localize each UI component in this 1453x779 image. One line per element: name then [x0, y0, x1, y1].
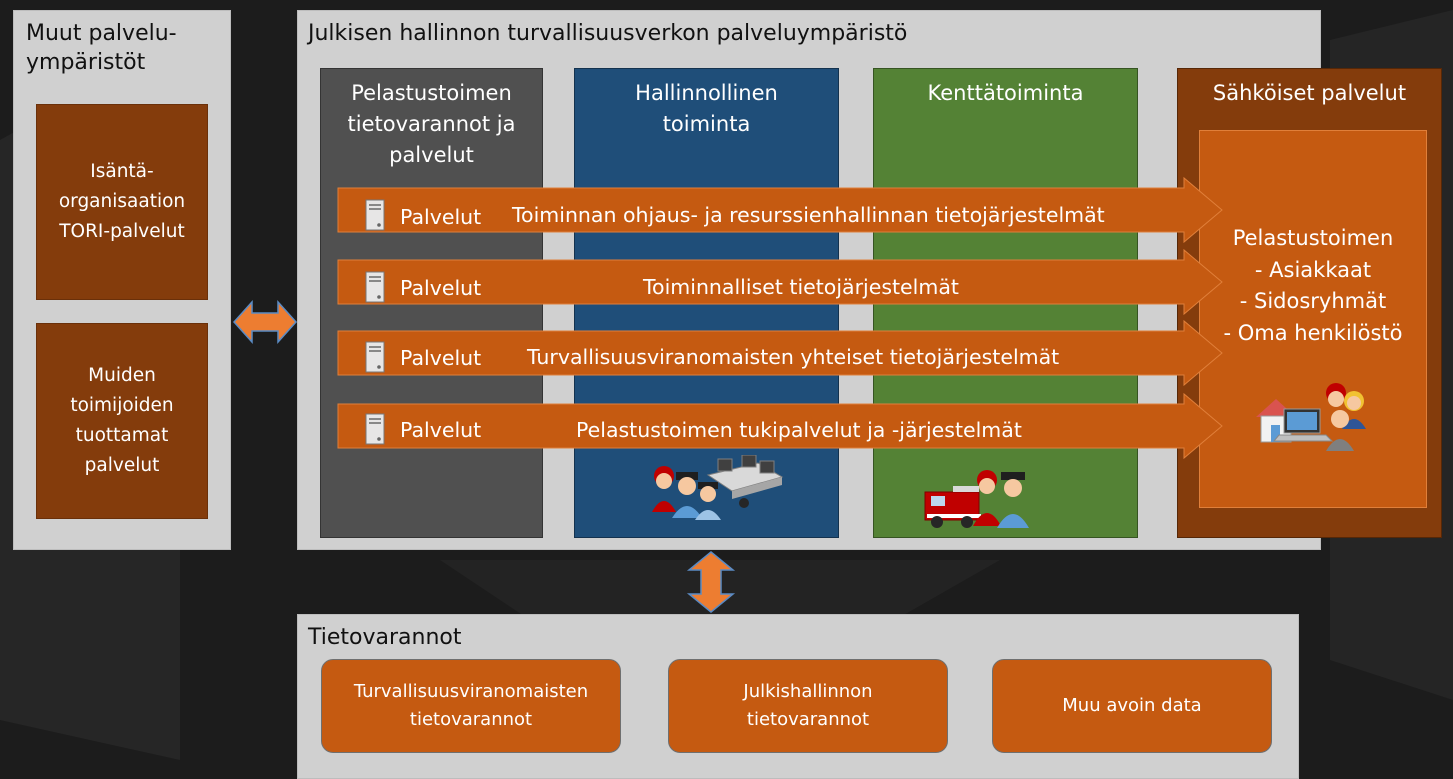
service-label-1: Palvelut	[400, 205, 482, 229]
left-panel-title: Muut palvelu- ympäristöt	[26, 21, 177, 75]
public-admin-repositories-box: Julkishallinnon tietovarannot	[668, 659, 948, 753]
arrow-text-4: Pelastustoimen tukipalvelut ja -järjeste…	[576, 418, 1022, 442]
office-workstation-icon	[706, 455, 784, 508]
server-icon	[365, 199, 385, 231]
service-arrow-4	[337, 392, 1223, 460]
service-arrow-3	[337, 319, 1223, 387]
arrow-text-2: Toiminnalliset tietojärjestelmät	[643, 275, 959, 299]
arrow-text-3: Turvallisuusviranomaisten yhteiset tieto…	[527, 345, 1060, 369]
column-title-electronic: Sähköiset palvelut	[1212, 81, 1407, 105]
data-repositories-panel: Tietovarannot Turvallisuusviranomaisten …	[297, 614, 1299, 779]
host-organisation-tori-services-box: Isäntä- organisaation TORI-palvelut	[36, 104, 208, 300]
public-admin-repositories-label: Julkishallinnon tietovarannot	[743, 681, 873, 730]
service-label-4: Palvelut	[400, 418, 482, 442]
vertical-double-arrow	[686, 551, 736, 613]
bottom-panel-title: Tietovarannot	[308, 625, 462, 650]
electronic-services-inner-box: Pelastustoimen - Asiakkaat - Sidosryhmät…	[1199, 130, 1427, 508]
server-icon	[365, 271, 385, 303]
other-open-data-box: Muu avoin data	[992, 659, 1272, 753]
main-panel-title: Julkisen hallinnon turvallisuusverkon pa…	[308, 21, 908, 46]
authorities-repositories-label: Turvallisuusviranomaisten tietovarannot	[353, 681, 589, 730]
server-icon	[365, 413, 385, 445]
column-title-administrative: Hallinnollinen toiminta	[635, 81, 778, 136]
host-organisation-label: Isäntä- organisaation TORI-palvelut	[58, 161, 186, 242]
emergency-staff-icon	[652, 466, 721, 520]
arrow-text-1: Toiminnan ohjaus- ja resurssienhallinnan…	[512, 203, 1105, 227]
authorities-repositories-box: Turvallisuusviranomaisten tietovarannot	[321, 659, 621, 753]
column-title-field: Kenttätoiminta	[927, 81, 1084, 105]
service-label-2: Palvelut	[400, 276, 482, 300]
horizontal-double-arrow	[232, 300, 298, 344]
home-laptop-people-icon	[1256, 383, 1366, 451]
electronic-services-text: Pelastustoimen - Asiakkaat - Sidosryhmät…	[1223, 226, 1403, 345]
service-label-3: Palvelut	[400, 346, 482, 370]
service-arrow-1	[337, 176, 1223, 244]
other-actors-services-box: Muiden toimijoiden tuottamat palvelut	[36, 323, 208, 519]
fire-truck-icon	[924, 470, 1029, 528]
server-icon	[365, 341, 385, 373]
other-service-environments-panel: Muut palvelu- ympäristöt Isäntä- organis…	[13, 10, 231, 550]
other-open-data-label: Muu avoin data	[1062, 695, 1202, 716]
column-title-rescue: Pelastustoimen tietovarannot ja palvelut	[347, 81, 516, 167]
other-actors-label: Muiden toimijoiden tuottamat palvelut	[70, 365, 174, 476]
service-arrow-2	[337, 248, 1223, 316]
